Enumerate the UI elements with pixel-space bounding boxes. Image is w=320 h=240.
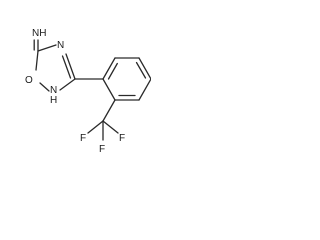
atom-label-n-ring: N [50, 85, 57, 96]
structural-formula: NH N O N H F F F [25, 28, 151, 155]
benzene-inner-1 [107, 62, 118, 80]
bond-c-f-right [102, 120, 119, 134]
atom-label-o-ring: O [25, 75, 33, 86]
atom-label-f-left: F [80, 133, 86, 144]
bond-c3-n4-inner [61, 55, 72, 79]
cf3-bonds [87, 99, 119, 141]
atom-label-f-mid: F [99, 144, 105, 155]
atom-label-h-ring: H [50, 95, 57, 106]
bond-n4-c5 [37, 44, 57, 52]
benzene-bond-1 [102, 57, 116, 80]
atom-label-nh: NH [32, 28, 46, 39]
bond-c5-o1 [35, 50, 39, 71]
bond-ring-cf3 [102, 99, 116, 122]
benzene-bond-3 [138, 57, 151, 80]
benzene-bond-4 [138, 78, 151, 101]
benzene-bond-6 [102, 78, 116, 101]
bond-o1-n2 [39, 82, 50, 92]
imine-bond [33, 39, 39, 52]
oxadiazole-ring-bonds [35, 44, 76, 92]
atom-label-f-right: F [119, 133, 125, 144]
bond-c3-n4 [65, 53, 76, 80]
atom-label-n-ring-top: N [57, 40, 64, 51]
bond-n2-c3 [59, 78, 76, 91]
bond-c-f-left [87, 120, 104, 134]
benzene-inner-2 [135, 61, 147, 79]
benzene-ring-bonds [102, 57, 151, 101]
